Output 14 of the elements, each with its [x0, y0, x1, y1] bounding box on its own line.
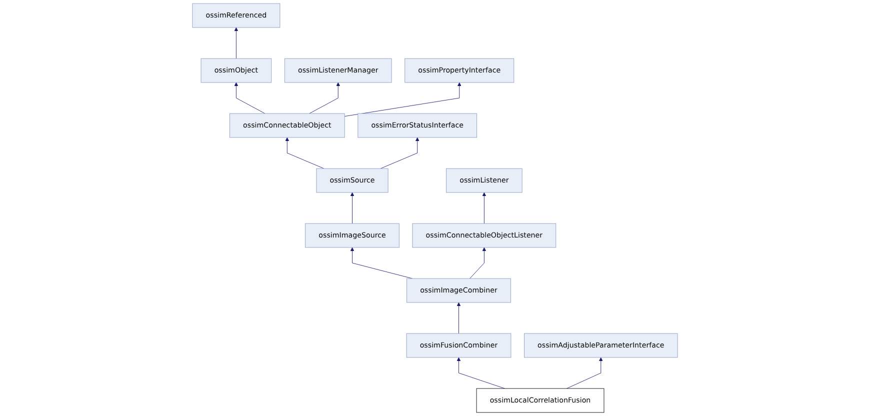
node-box — [316, 168, 388, 193]
node-box — [284, 58, 392, 83]
node-box — [230, 113, 345, 138]
node-box — [305, 223, 400, 248]
node-box — [192, 3, 280, 28]
node-box — [406, 333, 512, 358]
node-box — [406, 278, 511, 303]
node-box — [404, 58, 514, 83]
node-box — [476, 388, 604, 413]
node-box — [412, 223, 556, 248]
node-box — [446, 168, 522, 193]
node-box — [200, 58, 272, 83]
node-box — [358, 113, 478, 138]
node-box — [524, 333, 678, 358]
